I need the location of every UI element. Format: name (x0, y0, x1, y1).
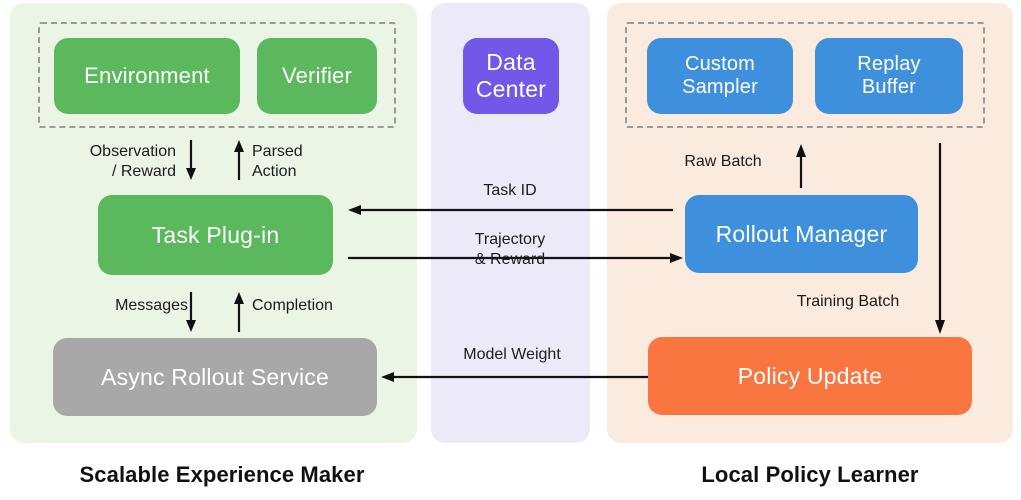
node-task-plugin[interactable]: Task Plug-in (98, 195, 333, 275)
label-task-id: Task ID (483, 182, 537, 199)
node-verifier[interactable]: Verifier (257, 38, 377, 114)
caption-local-policy-learner: Local Policy Learner (701, 462, 919, 487)
dashed-group-environment-verifier (38, 22, 396, 128)
label-trajectory-reward: Trajectory & Reward (474, 231, 546, 268)
node-async-rollout-service[interactable]: Async Rollout Service (53, 338, 377, 416)
label-messages: Messages (115, 297, 188, 314)
label-training-batch: Training Batch (796, 293, 900, 310)
node-rollout-manager[interactable]: Rollout Manager (685, 195, 918, 273)
label-completion: Completion (252, 297, 333, 314)
caption-scalable-experience-maker: Scalable Experience Maker (79, 462, 365, 487)
node-custom-sampler[interactable]: Custom Sampler (647, 38, 793, 114)
label-model-weight: Model Weight (463, 346, 561, 363)
node-environment[interactable]: Environment (54, 38, 240, 114)
label-observation-reward: Observation / Reward (89, 143, 176, 180)
label-parsed-action: Parsed Action (252, 143, 303, 180)
label-raw-batch: Raw Batch (684, 153, 762, 170)
dashed-group-sampler-buffer (625, 22, 985, 128)
node-policy-update[interactable]: Policy Update (648, 337, 972, 415)
node-data-center[interactable]: Data Center (463, 38, 559, 114)
node-replay-buffer[interactable]: Replay Buffer (815, 38, 963, 114)
